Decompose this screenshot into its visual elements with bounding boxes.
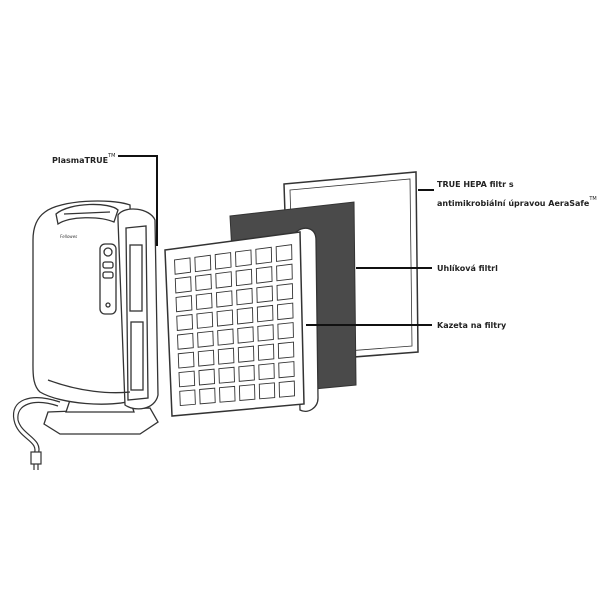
grid-cell bbox=[215, 290, 233, 308]
power-cord bbox=[12, 397, 61, 470]
grid-cell bbox=[195, 273, 212, 292]
air-purifier-unit: Fellowes bbox=[32, 200, 159, 435]
grid-cell bbox=[236, 307, 254, 325]
power-button bbox=[103, 247, 113, 257]
grid-cell bbox=[258, 382, 276, 400]
grid-cell bbox=[258, 362, 275, 381]
grid-cell bbox=[257, 324, 274, 342]
cassette-label: Kazeta na filtry bbox=[437, 321, 507, 330]
plasmatrue-label: PlasmaTRUETM bbox=[52, 149, 115, 168]
grid-cell bbox=[256, 285, 273, 303]
carbon-filter-label: Uhlíková filtrl bbox=[437, 264, 498, 273]
grid-cell bbox=[195, 292, 213, 310]
hepa-filter-label: TRUE HEPA filtr s antimikrobiální úpravo… bbox=[437, 178, 597, 211]
grid-cell bbox=[277, 341, 295, 359]
grid-cell bbox=[174, 276, 192, 294]
grid-cell bbox=[275, 244, 293, 262]
grid-cell bbox=[218, 366, 235, 384]
purifier-base bbox=[43, 407, 159, 435]
grid-cell bbox=[175, 295, 193, 313]
grid-cell bbox=[216, 309, 234, 327]
hepa-label-line1: TRUE HEPA filtr s bbox=[437, 180, 514, 189]
grid-cell bbox=[235, 249, 252, 268]
grid-cell bbox=[215, 271, 233, 289]
grid-cell bbox=[237, 326, 254, 344]
grid-cell bbox=[178, 370, 196, 388]
grid-cell bbox=[176, 313, 194, 331]
filter-cassette bbox=[164, 227, 319, 417]
leader-lines bbox=[118, 155, 434, 326]
grid-cell bbox=[278, 380, 296, 398]
grid-cell bbox=[198, 368, 216, 386]
grid-cell bbox=[236, 287, 253, 306]
grid-cell bbox=[235, 268, 253, 287]
cassette-grid bbox=[174, 244, 296, 407]
plasmatrue-label-text: PlasmaTRUE bbox=[52, 156, 109, 165]
grid-cell bbox=[177, 332, 194, 350]
grid-cell bbox=[196, 311, 214, 329]
grid-cell bbox=[255, 246, 273, 265]
grid-cell bbox=[238, 384, 256, 401]
trademark: TM bbox=[589, 196, 597, 202]
grid-cell bbox=[179, 389, 196, 407]
grid-cell bbox=[177, 351, 195, 369]
grid-cell bbox=[257, 343, 275, 361]
grid-cell bbox=[237, 345, 255, 363]
grid-cell bbox=[197, 330, 214, 348]
brand-logo: Fellowes bbox=[60, 234, 77, 239]
plasma-leader-line bbox=[118, 155, 158, 246]
grid-cell bbox=[217, 347, 235, 365]
hepa-label-line2: antimikrobiální úpravou AeraSafe bbox=[437, 199, 590, 208]
grid-cell bbox=[194, 254, 212, 273]
grid-cell bbox=[214, 252, 232, 270]
grid-cell bbox=[276, 263, 293, 282]
grid-cell bbox=[238, 364, 255, 382]
top-vent bbox=[55, 203, 119, 226]
trademark: TM bbox=[108, 153, 116, 159]
grid-cell bbox=[217, 328, 234, 346]
grid-cell bbox=[276, 283, 294, 301]
grid-cell bbox=[278, 361, 295, 379]
grid-cell bbox=[199, 387, 216, 405]
grid-cell bbox=[197, 349, 215, 367]
grid-cell bbox=[277, 322, 294, 340]
grid-cell bbox=[276, 302, 294, 321]
grid-cell bbox=[255, 266, 273, 284]
grid-cell bbox=[174, 257, 191, 275]
grid-cell bbox=[219, 385, 236, 403]
grid-cell bbox=[256, 304, 274, 323]
